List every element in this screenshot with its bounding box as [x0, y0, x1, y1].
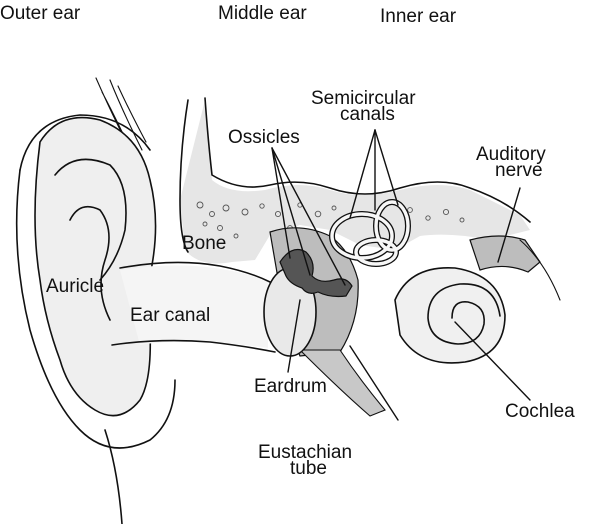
- leader-ossicles-2: [271, 147, 311, 276]
- auricle-outer-rim: [15, 169, 176, 449]
- label-auditory-line2: nerve: [495, 160, 543, 181]
- label-ossicles: Ossicles: [228, 127, 300, 148]
- ear-canal-lower-wall: [111, 339, 276, 353]
- leader-ossicles-1: [271, 147, 291, 259]
- label-cochlea: Cochlea: [505, 401, 575, 422]
- region-label-outer-ear: Outer ear: [0, 3, 81, 24]
- leader-semicircular-1: [349, 129, 376, 219]
- region-label-middle-ear: Middle ear: [218, 3, 307, 24]
- label-bone: Bone: [182, 233, 226, 254]
- leader-semicircular-3: [374, 129, 399, 206]
- ear-canal-upper-wall: [119, 261, 271, 283]
- auditory-nerve-shape: [469, 235, 541, 273]
- leader-eardrum: [287, 299, 301, 373]
- semicircular-canals-lumen: [330, 200, 410, 266]
- ear-canal-shape: [120, 265, 268, 348]
- hair-strands: [95, 77, 147, 161]
- nerve-fiber: [519, 239, 561, 301]
- label-semicircular-line2: canals: [340, 104, 395, 125]
- auricle-antihelix: [54, 158, 127, 281]
- region-label-inner-ear: Inner ear: [380, 6, 457, 27]
- skull-outline: [204, 97, 531, 223]
- label-eustachian-line1: Eustachian: [258, 442, 352, 463]
- leader-ossicles-3: [271, 147, 346, 286]
- ossicles-shape: [279, 249, 353, 298]
- label-ear-canal: Ear canal: [130, 305, 210, 326]
- label-auditory-line1: Auditory: [476, 144, 546, 165]
- skull-inner-line: [179, 99, 189, 253]
- label-auricle: Auricle: [46, 276, 104, 297]
- label-eustachian-line2: tube: [290, 458, 327, 479]
- bone-texture: [196, 201, 465, 239]
- eustachian-tube-shape: [298, 349, 386, 417]
- leader-eustachian: [349, 345, 399, 421]
- leader-lines: [271, 129, 531, 421]
- leader-cochlea: [454, 321, 531, 401]
- neck-line: [104, 429, 123, 524]
- leader-auditory-nerve: [497, 187, 521, 263]
- label-semicircular-line1: Semicircular: [311, 88, 416, 109]
- auricle-helix: [19, 114, 151, 171]
- auricle-shape: [34, 116, 157, 417]
- temporal-bone-region: [180, 100, 530, 264]
- cochlea-shape: [394, 267, 506, 364]
- label-eardrum: Eardrum: [254, 376, 327, 397]
- auricle-concha: [69, 205, 111, 321]
